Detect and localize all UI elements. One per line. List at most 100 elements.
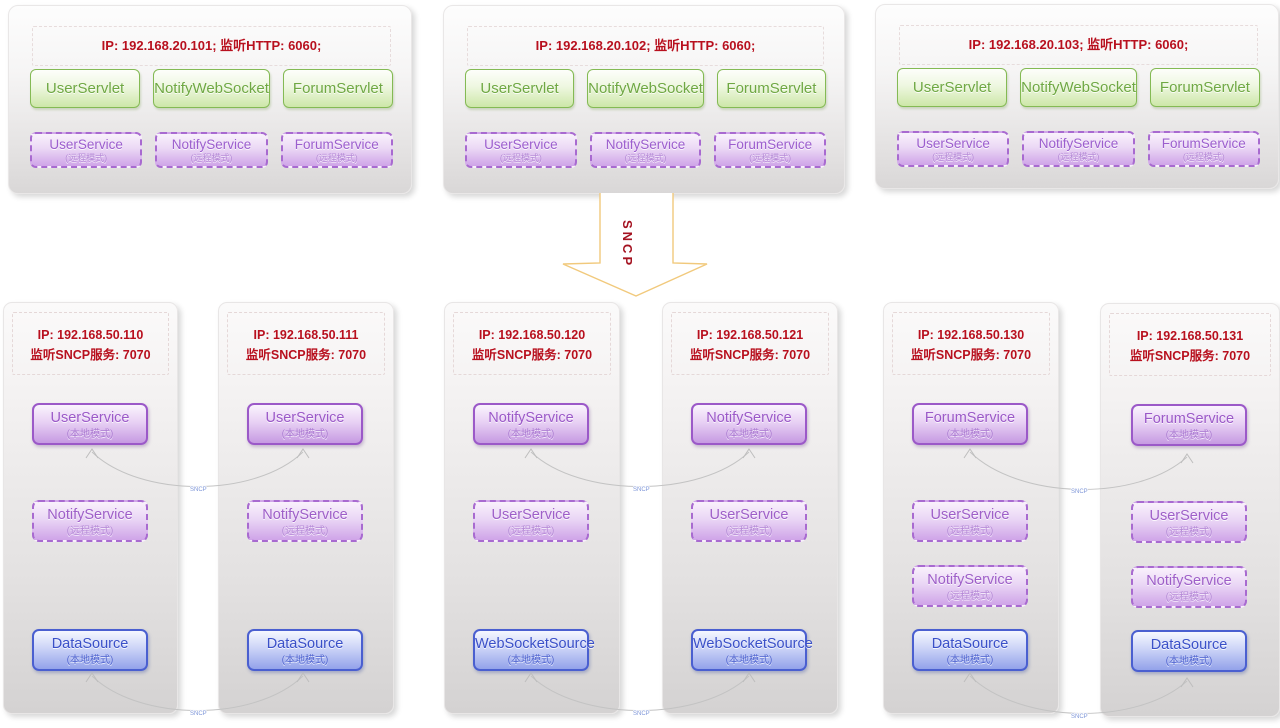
service-box: WebSocketSource (本地模式) — [473, 629, 595, 671]
sncp-node-card-111: IP: 192.168.50.111 监听SNCP服务: 7070 UserSe… — [218, 302, 394, 714]
service-mode: (远程模式) — [499, 152, 542, 163]
service-row: UserService (远程模式) NotifyService (远程模式) … — [897, 131, 1260, 167]
node-ip-line: IP: 192.168.50.121 — [696, 328, 804, 342]
service-mode: (本地模式) — [1165, 430, 1213, 441]
link-label: SNCP — [633, 711, 650, 717]
service-mode: (远程模式) — [624, 152, 667, 163]
service-box: ForumService (本地模式) — [912, 403, 1028, 445]
service-name: DataSource — [1150, 637, 1228, 653]
service-box: NotifyService (远程模式) — [155, 132, 268, 168]
service-box: ForumService (远程模式) — [714, 132, 827, 168]
node-ip-line: IP: 192.168.50.120 — [478, 328, 586, 342]
service-row: UserService (远程模式) NotifyService (远程模式) … — [465, 132, 827, 168]
http-server-card-102: IP: 192.168.20.102; 监听HTTP: 6060; UserSe… — [443, 5, 845, 194]
service-box: NotifyService (远程模式) — [32, 500, 148, 542]
sncp-node-card-120: IP: 192.168.50.120 监听SNCP服务: 7070 Notify… — [444, 302, 620, 714]
service-box: UserService (远程模式) — [1131, 501, 1247, 543]
service-mode: (本地模式) — [1165, 656, 1213, 667]
node-listen-line: 监听SNCP服务: 7070 — [910, 348, 1032, 362]
service-box: UserService (远程模式) — [473, 500, 589, 542]
service-mode: (远程模式) — [1165, 527, 1213, 538]
service-mode: (远程模式) — [507, 526, 555, 537]
servlet-box: UserServlet — [897, 68, 1008, 107]
servlet-box: ForumServlet — [282, 69, 393, 108]
service-box: UserService (远程模式) — [691, 500, 807, 542]
service-mode: (远程模式) — [1057, 151, 1100, 162]
service-name: ForumService — [1161, 135, 1246, 151]
service-mode: (本地模式) — [946, 429, 994, 440]
service-box: UserService (远程模式) — [912, 500, 1028, 542]
service-mode: (本地模式) — [725, 655, 773, 666]
ip-banner: IP: 192.168.20.102; 监听HTTP: 6060; — [467, 26, 824, 66]
service-mode: (本地模式) — [66, 655, 114, 666]
service-mode: (本地模式) — [281, 655, 329, 666]
service-box: NotifyService (远程模式) — [912, 565, 1028, 607]
service-box: NotifyService (远程模式) — [1131, 566, 1247, 608]
service-box: ForumService (远程模式) — [280, 132, 393, 168]
service-name: UserService — [709, 507, 789, 523]
servlet-row: UserServlet NotifyWebSocket ForumServlet — [897, 68, 1260, 107]
node-ip-banner: IP: 192.168.50.110 监听SNCP服务: 7070 — [12, 312, 169, 375]
service-box: ForumService (本地模式) — [1131, 404, 1247, 446]
service-mode: (远程模式) — [946, 526, 994, 537]
service-mode: (远程模式) — [66, 526, 114, 537]
sncp-node-card-110: IP: 192.168.50.110 监听SNCP服务: 7070 UserSe… — [3, 302, 178, 714]
service-name: DataSource — [931, 636, 1009, 652]
service-box: NotifyService (远程模式) — [247, 500, 363, 542]
servlet-box: ForumServlet — [716, 69, 826, 108]
service-mode: (远程模式) — [281, 526, 329, 537]
node-ip-banner: IP: 192.168.50.130 监听SNCP服务: 7070 — [892, 312, 1050, 375]
servlet-row: UserServlet NotifyWebSocket ForumServlet — [30, 69, 393, 108]
service-box: NotifyService (本地模式) — [691, 403, 807, 445]
service-mode: (本地模式) — [281, 429, 329, 440]
service-box: UserService (远程模式) — [897, 131, 1010, 167]
service-box: UserService (远程模式) — [30, 132, 143, 168]
service-mode: (远程模式) — [190, 152, 233, 163]
node-listen-line: 监听SNCP服务: 7070 — [1129, 349, 1251, 363]
service-name: UserService — [491, 507, 571, 523]
service-box: NotifyService (远程模式) — [589, 132, 702, 168]
node-ip-line: IP: 192.168.50.111 — [253, 328, 359, 342]
service-box: NotifyService (远程模式) — [1022, 131, 1135, 167]
service-name: ForumService — [294, 136, 379, 152]
service-name: ForumService — [924, 410, 1016, 426]
service-name: UserService — [1149, 508, 1229, 524]
service-name: NotifyService — [47, 507, 133, 523]
service-name: UserService — [50, 410, 130, 426]
servlet-box: NotifyWebSocket — [1020, 68, 1137, 107]
service-name: NotifyService — [927, 572, 1013, 588]
link-label: SNCP — [1071, 489, 1088, 495]
node-ip-line: IP: 192.168.50.131 — [1136, 329, 1244, 343]
link-label: SNCP — [1071, 714, 1088, 720]
ip-banner: IP: 192.168.20.101; 监听HTTP: 6060; — [32, 26, 391, 66]
node-ip-banner: IP: 192.168.50.131 监听SNCP服务: 7070 — [1109, 313, 1271, 376]
service-name: NotifyService — [488, 410, 574, 426]
service-mode: (远程模式) — [1165, 592, 1213, 603]
node-listen-line: 监听SNCP服务: 7070 — [689, 348, 811, 362]
service-name: UserService — [484, 136, 558, 152]
service-mode: (远程模式) — [65, 152, 108, 163]
link-label: SNCP — [633, 487, 650, 493]
service-box: DataSource (本地模式) — [1131, 630, 1247, 672]
link-label: SNCP — [190, 711, 207, 717]
service-name: UserService — [930, 507, 1010, 523]
sncp-node-card-121: IP: 192.168.50.121 监听SNCP服务: 7070 Notify… — [662, 302, 838, 714]
servlet-box: NotifyWebSocket — [153, 69, 270, 108]
service-name: NotifyService — [1038, 135, 1119, 151]
service-mode: (远程模式) — [749, 152, 792, 163]
service-name: NotifyService — [1146, 573, 1232, 589]
node-ip-line: IP: 192.168.50.130 — [917, 328, 1025, 342]
link-label: SNCP — [190, 487, 207, 493]
service-name: NotifyService — [605, 136, 686, 152]
service-name: DataSource — [266, 636, 344, 652]
servlet-box: UserServlet — [30, 69, 141, 108]
service-name: UserService — [916, 135, 990, 151]
service-box: NotifyService (本地模式) — [473, 403, 589, 445]
service-box: UserService (本地模式) — [247, 403, 363, 445]
service-name: NotifyService — [171, 136, 252, 152]
service-mode: (远程模式) — [1182, 151, 1225, 162]
service-box: WebSocketSource (本地模式) — [691, 629, 813, 671]
service-name: DataSource — [51, 636, 129, 652]
service-mode: (本地模式) — [507, 655, 555, 666]
service-name: NotifyService — [706, 410, 792, 426]
